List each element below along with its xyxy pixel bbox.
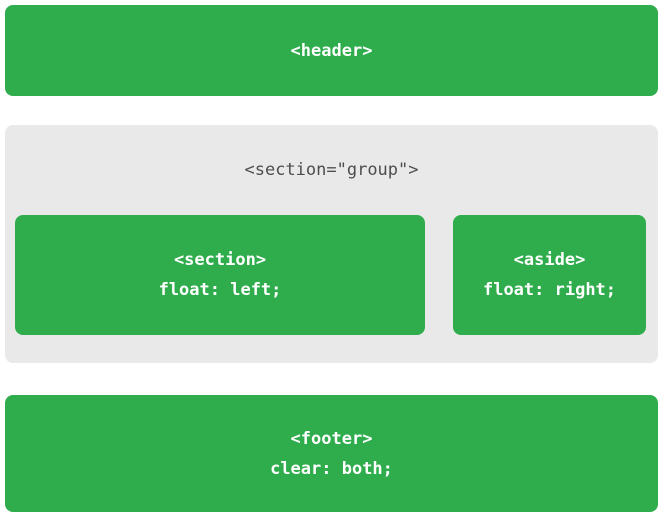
section-tag-label: <section> <box>173 250 267 270</box>
footer-tag-label: <footer> <box>290 428 373 449</box>
header-box: <header> <box>5 5 658 96</box>
aside-box: <aside> float: right; <box>453 215 646 335</box>
footer-box: <footer> clear: both; <box>5 395 658 512</box>
group-box: <section="group"> <section> float: left;… <box>5 125 658 363</box>
section-rule-label: float: left; <box>158 280 282 300</box>
aside-rule-label: float: right; <box>482 280 617 300</box>
group-row: <section> float: left; <aside> float: ri… <box>5 215 658 335</box>
aside-tag-label: <aside> <box>513 250 586 270</box>
footer-rule-label: clear: both; <box>270 458 393 479</box>
header-label: <header> <box>290 40 373 61</box>
section-box: <section> float: left; <box>15 215 425 335</box>
group-label: <section="group"> <box>244 160 419 180</box>
